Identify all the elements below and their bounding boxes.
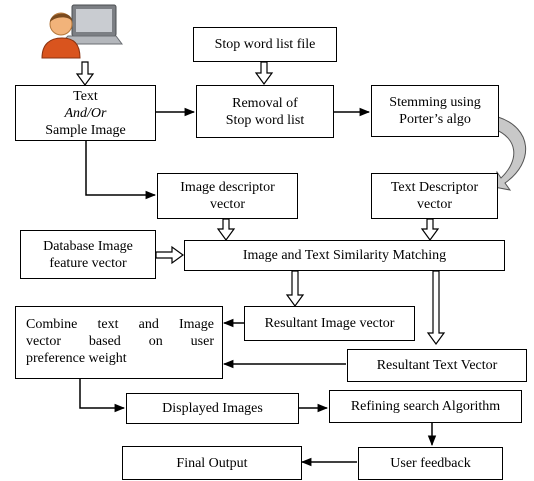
removal-line1: Removal of [232,95,298,111]
database-feature-box: Database Image feature vector [20,230,156,279]
combine-vector-box: Combine text and Image vector based on u… [15,306,223,379]
text-descriptor-line2: vector [417,197,452,212]
arrow-text-to-imgdesc [85,141,157,200]
combine-line3: preference weight [26,351,127,366]
hollow-arrow-db-to-similarity [155,245,185,265]
resultant-text-vector-label: Resultant Text Vector [376,358,498,373]
displayed-images-box: Displayed Images [126,393,299,424]
image-descriptor-line1: Image descriptor [180,180,275,195]
final-output-label: Final Output [176,455,248,471]
hollow-arrow-stopfile-to-removal [254,61,274,86]
removal-of-stop-words-box: Removal of Stop word list [196,85,334,138]
user-feedback-box: User feedback [358,447,503,480]
resultant-image-vector-box: Resultant Image vector [244,306,415,341]
database-feature-line2: feature vector [49,255,127,271]
text-sample-line3: Sample Image [45,122,126,138]
text-descriptor-box: Text Descriptor vector [371,173,498,219]
database-feature-line1: Database Image [43,238,133,254]
resultant-image-vector-label: Resultant Image vector [264,316,395,331]
user-at-laptop-icon [41,4,123,59]
text-sample-image-box: Text And/Or Sample Image [15,85,156,141]
stop-word-list-file-label: Stop word list file [214,37,316,52]
hollow-arrow-similarity-to-resultant-image [285,270,305,308]
resultant-text-vector-box: Resultant Text Vector [347,349,527,382]
refining-search-label: Refining search Algorithm [350,399,501,414]
combine-line1: Combine text and Image [26,317,214,332]
arrow-combine-to-displayed [79,379,126,413]
curved-arrow-stemming-to-textdesc [493,116,527,191]
hollow-arrow-user-to-text [75,61,95,87]
stemming-line2: Porter’s algo [399,112,471,127]
refining-search-box: Refining search Algorithm [329,390,522,423]
hollow-arrow-imgdesc-to-similarity [216,218,236,242]
image-descriptor-line2: vector [210,197,245,212]
similarity-matching-box: Image and Text Similarity Matching [184,240,505,271]
similarity-matching-label: Image and Text Similarity Matching [242,248,447,263]
text-descriptor-line1: Text Descriptor [390,180,479,195]
displayed-images-label: Displayed Images [162,401,263,416]
hollow-arrow-textdesc-to-similarity [420,218,440,242]
final-output-box: Final Output [122,446,302,480]
image-descriptor-box: Image descriptor vector [157,173,298,219]
stemming-line1: Stemming using [389,95,481,110]
text-sample-line1: Text [73,88,98,104]
user-feedback-label: User feedback [390,456,471,471]
text-sample-line2: And/Or [64,105,107,121]
stop-word-list-file-box: Stop word list file [193,27,337,62]
removal-line2: Stop word list [225,112,305,128]
stemming-box: Stemming using Porter’s algo [371,85,499,137]
hollow-arrow-similarity-to-resultant-text [426,270,446,346]
combine-line2: vector based on user [26,334,214,349]
